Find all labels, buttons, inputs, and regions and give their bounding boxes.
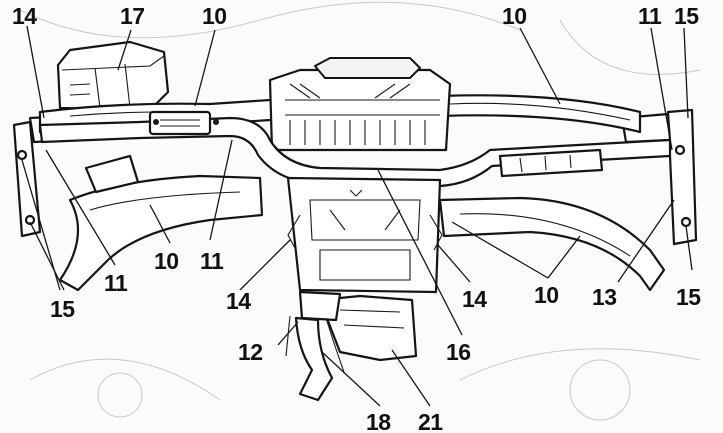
callout-11: 11 (104, 270, 128, 296)
hoses-and-drain (285, 315, 345, 402)
centre-vent-grille (268, 57, 452, 152)
callout-10: 10 (202, 3, 227, 29)
callout-14: 14 (12, 3, 37, 29)
callout-21: 21 (418, 409, 443, 433)
callout-13: 13 (592, 284, 617, 310)
left-floor-duct (58, 154, 264, 292)
cross-car-tube (38, 110, 672, 188)
callout-10: 10 (534, 282, 559, 308)
callout-15: 15 (50, 296, 75, 322)
right-floor-duct (438, 148, 666, 292)
callout-15: 15 (674, 3, 699, 29)
background-faint-lines (19, 1, 701, 421)
leader-lines (21, 25, 693, 407)
callout-17: 17 (120, 3, 145, 29)
callout-12: 12 (238, 339, 263, 365)
heater-housing (286, 176, 443, 294)
callout-14: 14 (462, 286, 487, 312)
callout-11: 11 (638, 3, 662, 29)
lower-distribution-box-21 (298, 290, 418, 362)
callout-10: 10 (154, 248, 179, 274)
callout-14: 14 (226, 288, 251, 314)
blower-housing-17 (56, 40, 170, 112)
callout-11: 11 (200, 248, 224, 274)
callout-labels: 14 17 10 10 11 15 10 11 11 15 14 14 10 1… (12, 3, 702, 433)
callout-16: 16 (446, 339, 471, 365)
callout-15: 15 (676, 284, 701, 310)
callout-18: 18 (366, 409, 391, 433)
callout-10: 10 (502, 3, 527, 29)
